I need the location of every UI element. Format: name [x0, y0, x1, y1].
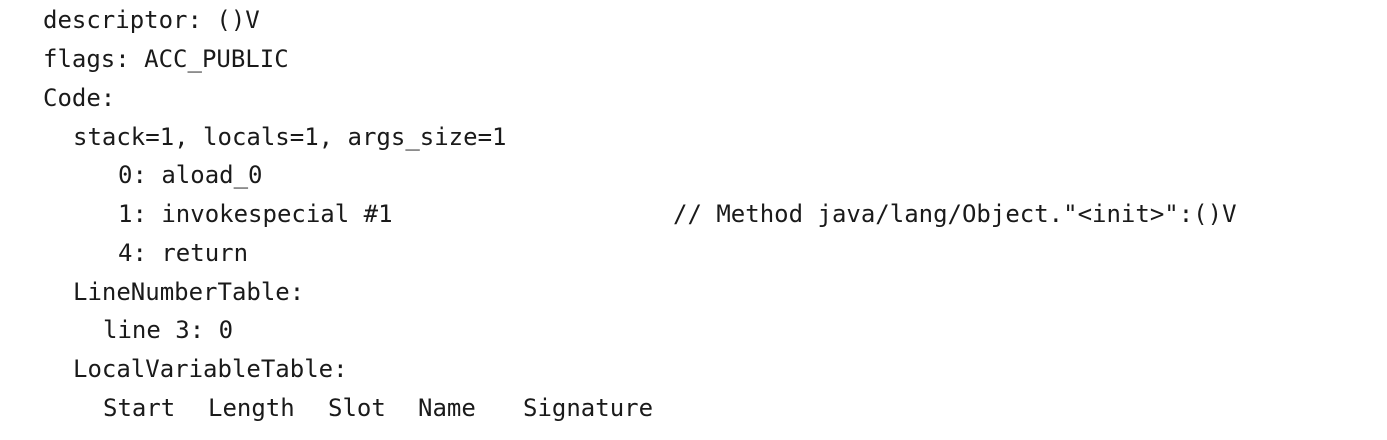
local-variable-table-header: LocalVariableTable: [73, 355, 348, 383]
column-header-length: Length [208, 394, 295, 422]
flags-line: flags: ACC_PUBLIC [43, 45, 289, 73]
instruction-line: 4: return [118, 239, 249, 267]
column-header-start: Start [103, 394, 176, 422]
instruction-line: 0: aload_0 [118, 161, 263, 189]
column-header-name: Name [418, 394, 476, 422]
descriptor-line: descriptor: ()V [43, 6, 260, 34]
line-number-entry: line 3: 0 [103, 316, 234, 344]
column-header-slot: Slot [328, 394, 386, 422]
column-header-signature: Signature [523, 394, 654, 422]
stack-info-line: stack=1, locals=1, args_size=1 [73, 123, 507, 151]
line-number-table-header: LineNumberTable: [73, 278, 305, 306]
instruction-comment: // Method java/lang/Object."<init>":()V [673, 200, 1237, 228]
instruction-line: 1: invokespecial #1 [118, 200, 393, 228]
code-header: Code: [43, 84, 116, 112]
